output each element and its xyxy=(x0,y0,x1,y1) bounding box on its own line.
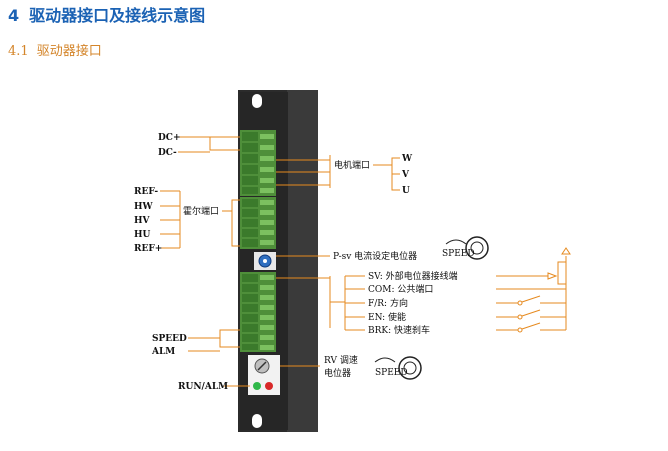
label-ref-plus: REF+ xyxy=(134,244,162,254)
mounting-slot-top xyxy=(252,94,262,108)
label-ref-minus: REF- xyxy=(134,187,158,197)
mounting-slot-bottom xyxy=(252,414,262,428)
label-hw: HW xyxy=(134,202,154,212)
label-motor-port: 电机端口 xyxy=(334,159,370,171)
label-p-sv: P-sv 电流设定电位器 xyxy=(333,250,417,262)
speed-potentiometer-panel xyxy=(248,355,280,395)
label-fr: F/R: 方向 xyxy=(368,297,408,309)
subsection-title: 驱动器接口 xyxy=(36,44,102,59)
label-u: U xyxy=(402,186,410,196)
power-motor-terminal-block xyxy=(240,130,276,196)
wiring-lines xyxy=(160,136,567,387)
label-hall-port: 霍尔端口 xyxy=(183,205,219,217)
label-v: V xyxy=(401,170,410,180)
label-w: W xyxy=(401,154,413,164)
label-brk: BRK: 快速刹车 xyxy=(368,324,430,336)
label-hu: HU xyxy=(134,230,151,240)
section-heading: 4 驱动器接口及接线示意图 xyxy=(8,2,205,26)
current-setting-potentiometer[interactable] xyxy=(254,252,276,270)
label-dc-plus: DC+ xyxy=(158,133,181,143)
speed-dial-icon: SPEED xyxy=(442,236,489,260)
label-dc-minus: DC- xyxy=(158,148,177,158)
label-hv: HV xyxy=(134,216,151,226)
section-number: 4 xyxy=(8,6,20,25)
alarm-led-icon xyxy=(265,382,273,390)
switch-symbol-icon xyxy=(517,295,541,333)
section-title: 驱动器接口及接线示意图 xyxy=(29,6,206,25)
control-terminal-block xyxy=(240,272,276,352)
label-com: COM: 公共端口 xyxy=(368,283,433,295)
subsection-number: 4.1 xyxy=(8,44,29,59)
external-potentiometer-icon xyxy=(547,247,571,285)
label-speed: SPEED xyxy=(152,334,187,344)
label-en: EN: 使能 xyxy=(368,311,406,323)
label-run-alm: RUN/ALM xyxy=(178,382,228,392)
label-sv: SV: 外部电位器接线端 xyxy=(368,270,458,282)
label-rv-line1: RV 调速 xyxy=(324,355,358,366)
speed-dial-label-bottom: SPEED xyxy=(375,368,408,378)
speed-dial-label-top: SPEED xyxy=(442,249,475,259)
label-rv-line2: 电位器 xyxy=(324,367,351,379)
speed-dial-icon-rv: SPEED xyxy=(374,356,422,380)
run-led-icon xyxy=(253,382,261,390)
subsection-heading: 4.1 驱动器接口 xyxy=(8,40,102,59)
hall-terminal-block xyxy=(240,197,276,249)
label-alm: ALM xyxy=(151,347,175,357)
